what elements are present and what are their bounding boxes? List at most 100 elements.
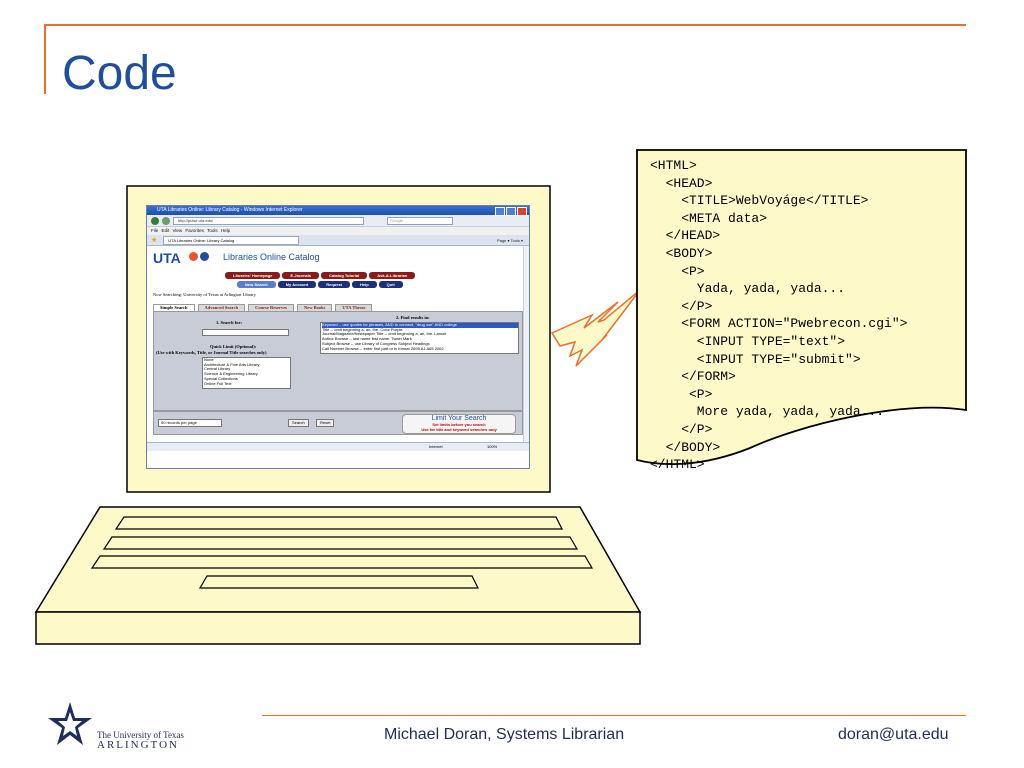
browser-scrollbar[interactable] [523,246,529,443]
header-accent-line [44,24,966,26]
list-item[interactable]: Subject Browse -- use Library of Congres… [322,340,430,346]
search-for-label: 1. Search for: [216,320,243,325]
list-item[interactable]: Keyword -- use quotes for phrases, AND t… [322,322,518,328]
code-line: </FORM> [650,369,736,385]
limit-line: Set limits before you search [432,422,486,427]
code-line: <INPUT TYPE="submit"> [650,351,861,367]
nav-button[interactable]: My Account [277,281,317,288]
laptop-keyboard-deck [34,506,642,613]
code-line: More yada, yada, yada... [650,404,885,420]
list-item[interactable]: Author Browse -- last name first name. T… [322,336,412,342]
code-line: <INPUT TYPE="text"> [650,333,846,349]
list-item[interactable]: Call Number Browse -- enter first part o… [322,345,444,351]
now-searching-text: Now Searching: University of Texas at Ar… [153,292,256,297]
keyboard-row-3 [90,555,594,569]
forward-icon[interactable] [162,216,170,225]
browser-status-bar: Internet 100% [147,442,529,451]
list-item[interactable]: Title -- omit beginning a, an, the. Colo… [322,326,403,332]
browser-menu-bar[interactable]: File Edit View Favorites Tools Help [147,227,529,235]
status-zoom[interactable]: 100% [487,444,498,449]
minimize-icon[interactable] [495,207,505,216]
code-line: <META data> [650,210,768,226]
nav-button[interactable]: New Search [237,281,276,288]
browser-screenshot: UTA Libraries Online: Library Catalog - … [146,205,530,469]
header-accent-bar [44,24,46,94]
limit-title: Limit Your Search [431,415,487,422]
presenter-name: Michael Doran, Systems Librarian [384,726,625,743]
keyboard-row-1 [114,516,563,530]
nav-button[interactable]: Quit [378,281,403,288]
quick-limit-hint: (Use with Keywords, Title, or Journal Ti… [156,350,267,355]
list-item[interactable]: Online Full Text [204,380,232,386]
browser-title-bar: UTA Libraries Online: Library Catalog - … [147,206,529,216]
code-line: <HTML> [650,158,697,173]
browser-window-title: UTA Libraries Online: Library Catalog - … [157,207,303,213]
slide-title: Code [62,47,177,100]
list-item[interactable]: Special Collections [204,375,238,381]
nav-button[interactable]: Request [318,281,350,288]
list-item[interactable]: Central Library [204,366,231,372]
nav-button[interactable]: Libraries' Homepage [225,272,281,279]
uta-star-logo-icon [48,702,92,745]
search-input[interactable] [202,329,289,336]
code-line: </HTML> [650,457,705,473]
nav-button[interactable]: Help [352,281,377,288]
code-line: Yada, yada, yada... [650,281,846,297]
list-item[interactable]: Science & Engineering Library [204,371,258,377]
close-icon[interactable] [517,207,527,216]
back-icon[interactable] [151,216,159,225]
keyboard-row-2 [102,536,579,550]
code-line: <BODY> [650,245,713,261]
code-line: </BODY> [650,439,721,455]
uta-logo-text: UTA [153,250,181,266]
lightning-bolt [550,289,641,367]
search-panel: 1. Search for: 2. Find results in: Keywo… [153,311,523,411]
code-line: </P> [650,298,713,314]
nav-row-primary: Libraries' Homepage E-Journals Catalog T… [225,272,416,279]
code-line: <P> [650,386,713,402]
favorites-star-icon[interactable]: ★ [151,237,158,244]
browser-tab[interactable]: UTA Libraries Online: Library Catalog [163,235,300,245]
browser-tab-bar: ★ UTA Libraries Online: Library Catalog … [147,235,529,246]
window-controls [495,207,527,216]
code-line: <TITLE>WebVoyáge</TITLE> [650,193,869,209]
records-per-page-select[interactable]: 50 records per page [158,419,222,427]
logo-dot-icon [200,252,209,261]
list-item[interactable]: None [204,357,214,362]
presenter-email: doran@uta.edu [838,726,949,743]
nav-row-secondary: New Search My Account Request Help Quit [237,281,403,288]
university-name: The University of Texas [97,730,184,740]
code-line: <P> [650,263,705,279]
search-actions-bar: 50 records per page Search Reset Limit Y… [153,411,523,435]
university-campus: ARLINGTON [97,739,179,751]
limit-search-button[interactable]: Limit Your Search Set limits before you … [402,414,516,434]
reset-button[interactable]: Reset [316,419,335,427]
code-line: <HEAD> [650,175,713,191]
browser-search-input[interactable]: Google [387,216,453,225]
catalog-title: Libraries Online Catalog [223,252,320,262]
uta-logo-icon [189,252,209,261]
maximize-icon[interactable] [506,207,516,216]
list-item[interactable]: Journal/Magazine/Newspaper Title -- omit… [322,331,447,337]
list-item[interactable]: Architecture & Fine Arts Library [204,361,260,367]
code-listing: <HTML> <HEAD> <TITLE>WebVoyáge</TITLE> <… [650,157,907,474]
code-line: <FORM ACTION="Pwebrecon.cgi"> [650,316,908,332]
search-button[interactable]: Search [288,419,309,427]
url-input[interactable]: http://pulse.uta.edu/ [173,216,364,225]
search-type-listbox[interactable]: Keyword -- use quotes for phrases, AND t… [320,322,519,354]
nav-button[interactable]: Catalog Tutorial [321,272,368,279]
address-bar: http://pulse.uta.edu/ Google [147,215,529,227]
laptop-base-front [35,611,641,645]
find-results-label: 2. Find results in: [396,315,430,320]
footer-divider [262,715,966,716]
nav-button[interactable]: Ask-A-Librarian [369,272,416,279]
code-document-page [636,149,967,465]
code-line: </P> [650,421,713,437]
browser-tools-menu[interactable]: Page ▾ Tools ▾ [497,237,523,243]
location-limit-listbox[interactable]: None Architecture & Fine Arts Library Ce… [202,357,291,389]
nav-button[interactable]: E-Journals [282,272,320,279]
code-line: </HEAD> [650,228,721,244]
status-zone: Internet [429,444,443,449]
quick-limit-label: Quick Limit (Optional): [210,344,257,349]
limit-line: Use for title and keyword searches only [421,426,497,432]
